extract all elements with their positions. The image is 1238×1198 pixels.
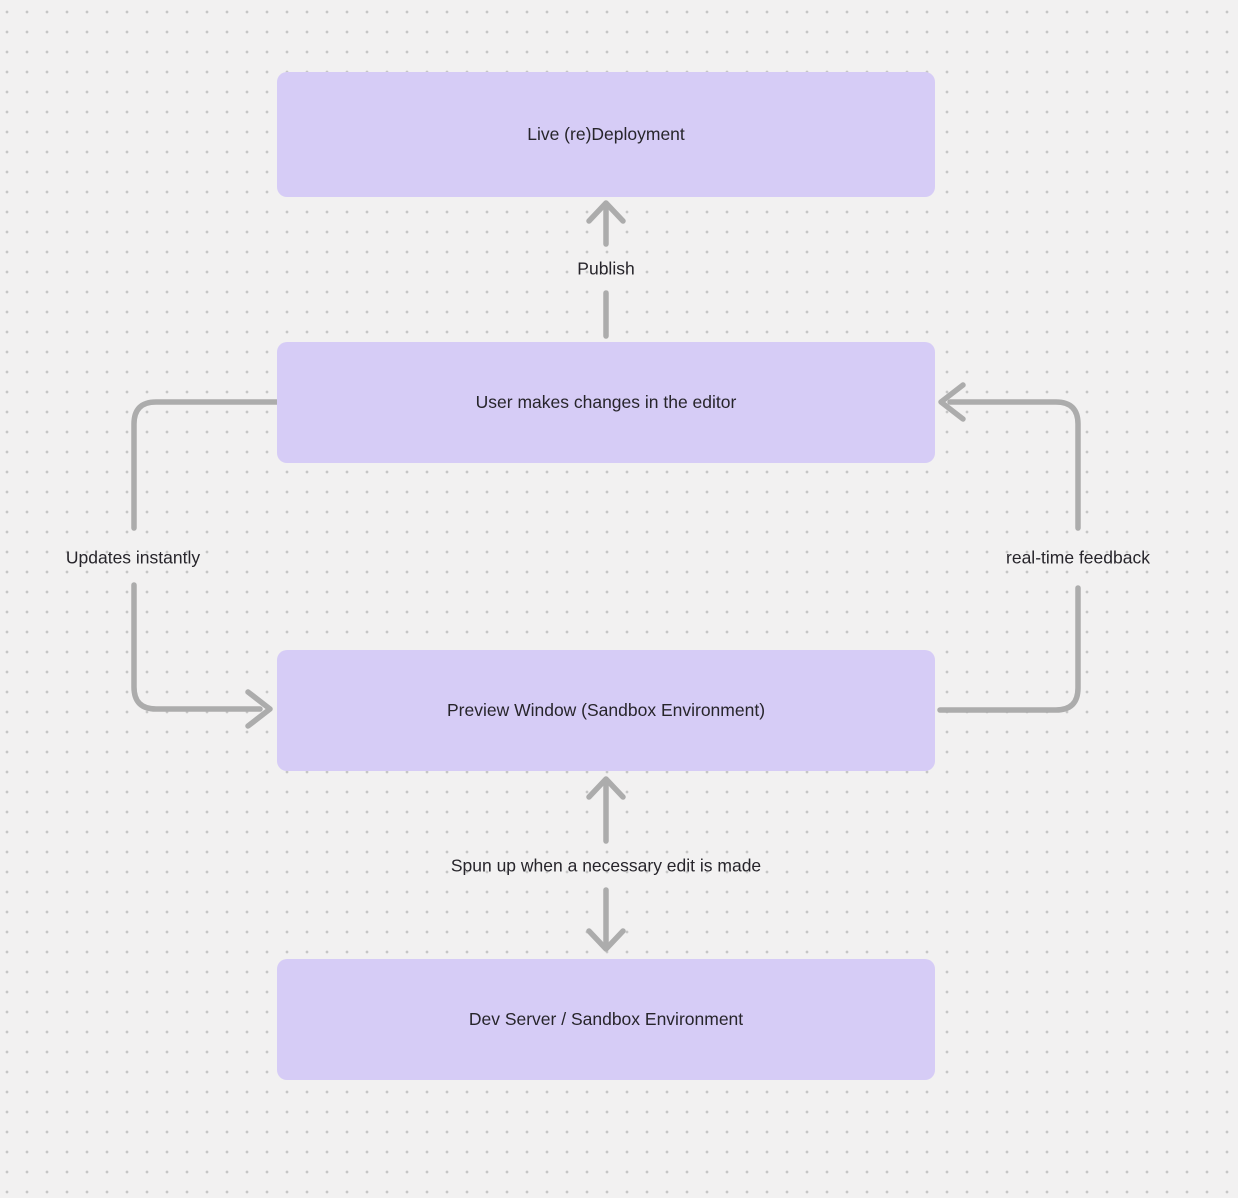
node-preview-window[interactable]: Preview Window (Sandbox Environment) [277,650,935,771]
node-user-edits[interactable]: User makes changes in the editor [277,342,935,463]
edge-label-spun-up: Spun up when a necessary edit is made [450,855,762,876]
node-live-redeployment[interactable]: Live (re)Deployment [277,72,935,197]
node-user-edits-label: User makes changes in the editor [475,392,737,412]
node-dev-server-label: Dev Server / Sandbox Environment [468,1009,744,1029]
node-preview-window-label: Preview Window (Sandbox Environment) [446,700,766,720]
edge-feedback-arrowhead-icon [938,382,966,422]
node-live-redeployment-label: Live (re)Deployment [527,124,685,144]
edge-publish-arrowhead-icon [586,200,626,224]
node-dev-server[interactable]: Dev Server / Sandbox Environment [277,959,935,1080]
edge-updates-part-lower [131,582,263,712]
edge-label-publish: Publish [577,258,635,279]
edge-feedback-part-upper [947,399,1081,531]
edge-label-realtime-feedback: real-time feedback [1006,547,1150,568]
edge-updates-part-upper [131,399,280,531]
edge-spunup-down-arrowhead-icon [586,928,626,952]
edge-spunup-up-arrowhead-icon [586,776,626,800]
edge-feedback-part-lower [937,585,1081,713]
edge-updates-arrowhead-icon [245,689,273,729]
edge-label-updates-instantly: Updates instantly [65,547,201,568]
